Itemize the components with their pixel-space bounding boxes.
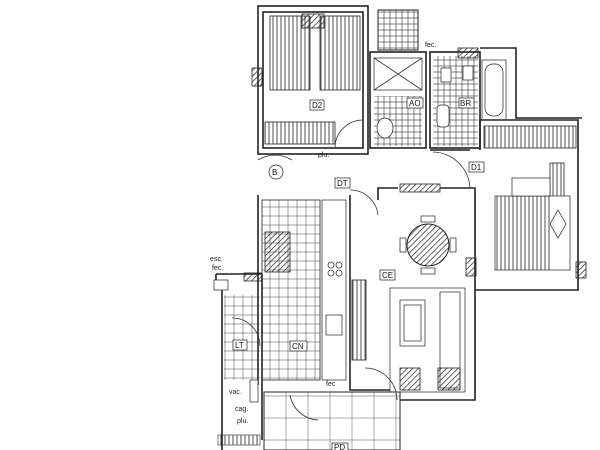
dining-table	[406, 223, 450, 267]
living-dining: CE	[351, 183, 477, 401]
bed-right	[319, 15, 361, 91]
door-swing	[334, 119, 364, 149]
room-label-ce: CE	[382, 271, 393, 280]
window	[465, 257, 477, 277]
entrance-marker	[268, 164, 284, 180]
annotation-plu: plu.	[318, 152, 329, 159]
room-label-lt: LT	[235, 341, 244, 350]
sink	[436, 104, 450, 128]
bidet	[440, 67, 452, 83]
door-swing	[432, 151, 471, 189]
room-label-d2: D2	[312, 101, 323, 110]
toilet	[376, 117, 394, 139]
wardrobe	[264, 121, 336, 145]
annotation-vac: vac.	[229, 389, 242, 396]
room-label-br: BR	[460, 99, 471, 108]
window	[575, 261, 587, 279]
wardrobe	[483, 125, 577, 149]
annotation-esc: esc.	[210, 256, 223, 263]
room-label-d1: D1	[471, 163, 482, 172]
room-label-cn: CN	[292, 342, 304, 351]
window	[251, 67, 263, 87]
annotation-fec-left: fec.	[212, 265, 223, 272]
room-label-ao: AO	[409, 99, 421, 108]
entrance-label: B	[272, 168, 277, 177]
terrace: PD	[263, 391, 401, 450]
counter	[321, 199, 347, 381]
plant	[264, 231, 291, 273]
kitchen: CN fec	[257, 195, 395, 391]
room-label-pd: PD	[334, 443, 345, 450]
room-label-dt: DT	[337, 179, 348, 188]
bedroom-2: D2 plu.	[251, 5, 369, 159]
annotation-fec: fec.	[425, 42, 436, 49]
bathtub	[484, 63, 504, 117]
bedroom-1: D1	[430, 119, 587, 291]
bathroom-ao: AO	[369, 51, 427, 149]
toilet	[462, 65, 474, 81]
sink	[325, 314, 343, 336]
hall: B DT	[257, 154, 379, 216]
nightstand	[301, 13, 325, 29]
laundry: esc. fec. LT vac. cag. plu.	[210, 256, 263, 450]
patio-light	[377, 9, 419, 51]
annotation-plu: plu.	[237, 418, 248, 425]
annotation-cag: cag.	[235, 406, 248, 413]
annotation-fec-kitchen: fec	[326, 381, 336, 388]
bathroom-br: BR	[429, 47, 582, 149]
